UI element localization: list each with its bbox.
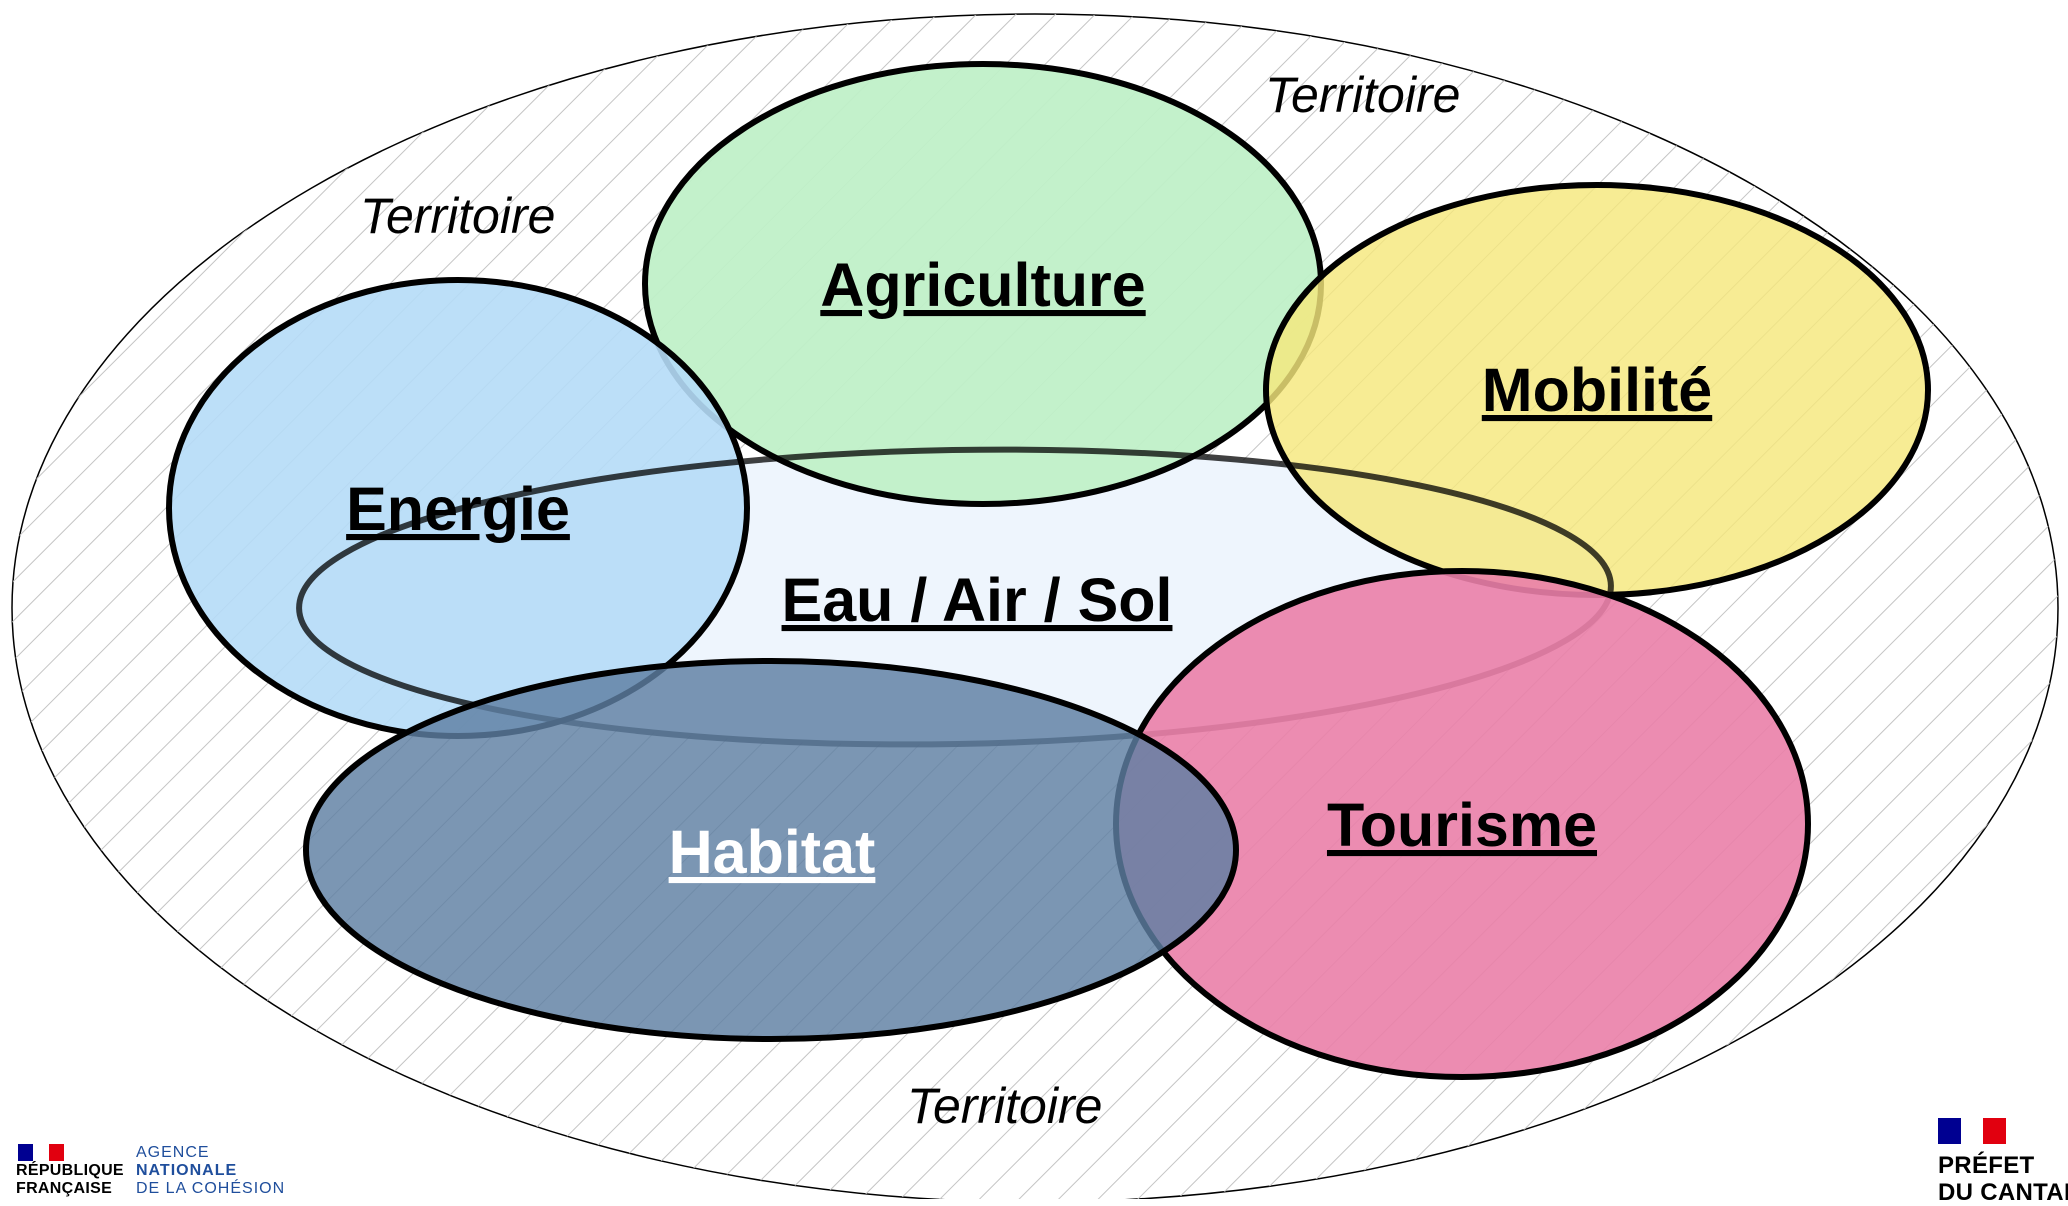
french-flag-icon <box>1938 1118 2007 1144</box>
territory-label-bottom: Territoire <box>907 1078 1102 1134</box>
republique-francaise-text: RÉPUBLIQUE FRANÇAISE <box>16 1162 124 1197</box>
agriculture-label: Agriculture <box>820 251 1145 319</box>
territory-label-top-right: Territoire <box>1265 67 1460 123</box>
anct-text: AGENCE NATIONALE DE LA COHÉSION <box>136 1144 285 1198</box>
anct-line-3: DE LA COHÉSION <box>136 1180 286 1197</box>
anct-line-1: AGENCE <box>136 1144 210 1161</box>
prefet-logo: PRÉFET DU CANTAL <box>1936 1116 2068 1206</box>
territory-label-top-left: Territoire <box>360 188 555 244</box>
energie-label: Energie <box>346 475 570 543</box>
prefet-text: PRÉFET DU CANTAL <box>1938 1152 2068 1206</box>
anct-line-2: NATIONALE <box>136 1162 238 1179</box>
tourisme-label: Tourisme <box>1327 791 1597 859</box>
habitat-label: Habitat <box>669 818 876 886</box>
french-flag-icon <box>18 1144 64 1161</box>
mobilite-label: Mobilité <box>1482 356 1712 424</box>
habitat-ellipse <box>303 658 1239 1042</box>
eau-air-sol-label: Eau / Air / Sol <box>782 566 1173 634</box>
anct-logo: RÉPUBLIQUE FRANÇAISE AGENCE NATIONALE DE… <box>16 1140 316 1199</box>
